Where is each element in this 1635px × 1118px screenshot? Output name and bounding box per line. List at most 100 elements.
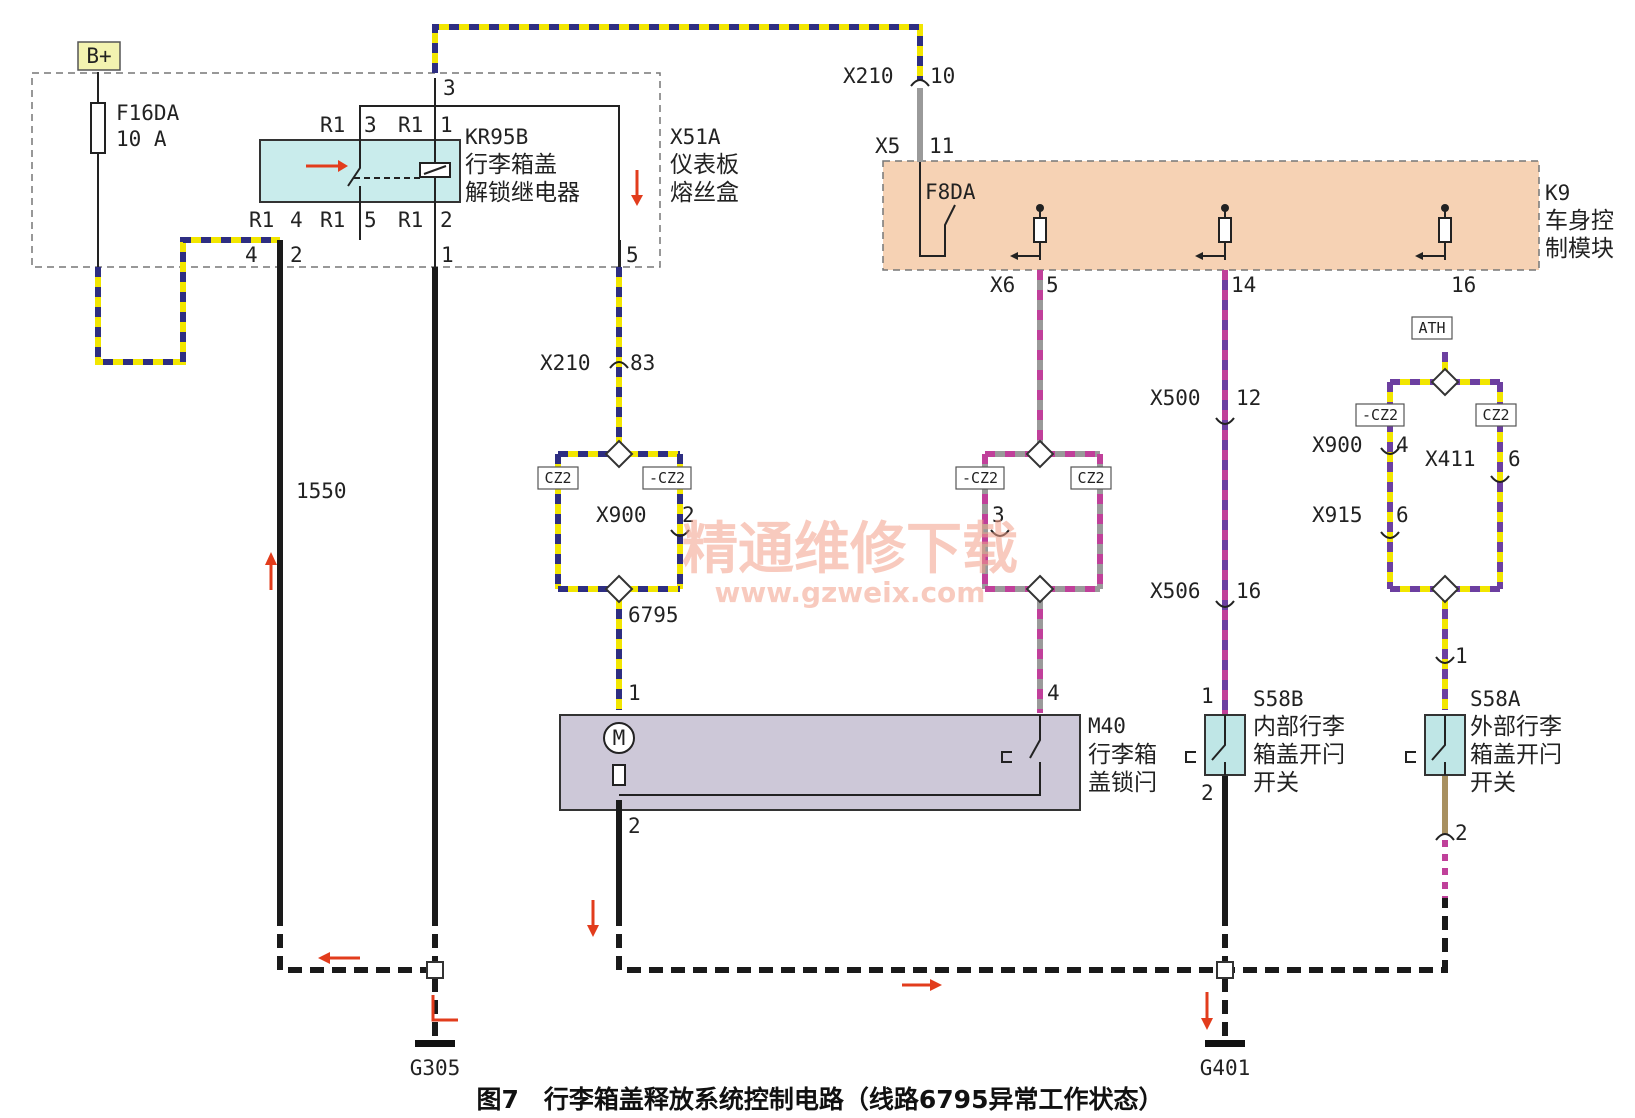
fuse-rating: 10 A (116, 127, 167, 151)
switch-inner-name-2: 箱盖开闩 (1253, 742, 1345, 768)
internal-wiring (359, 78, 1446, 796)
motor-symbol (603, 722, 635, 754)
fusebox-pin: 5 (626, 243, 639, 267)
bcm-out1-conn: X6 (990, 273, 1015, 297)
switch-outer-name-2: 箱盖开闩 (1470, 742, 1562, 768)
bcm-out1-pin: 5 (1046, 273, 1059, 297)
left-x900-pin: 2 (682, 503, 695, 527)
relay-pin-label: R1 (320, 208, 345, 232)
bcm-name-1: 车身控 (1545, 208, 1614, 234)
inner-x500: X500 (1150, 386, 1201, 410)
outer-x915: X915 (1312, 503, 1363, 527)
bcm-out3-pin: 16 (1451, 273, 1476, 297)
motor-pin4: 4 (1047, 681, 1060, 705)
current-arrows (265, 160, 1213, 1030)
bcm-top-pin: 10 (930, 64, 955, 88)
relay-pin-label: R1 (398, 208, 423, 232)
circuit-6795: 6795 (628, 603, 679, 627)
bcm-id: K9 (1545, 181, 1570, 205)
ground-g305: G305 (410, 1056, 461, 1080)
wire-motor-switch (982, 270, 1103, 713)
wire-supply-loop (95, 237, 280, 365)
motor-name-1: 行李箱 (1088, 742, 1157, 768)
bcm-driver-2 (1218, 217, 1232, 243)
watermark-url: www.gzweix.com (715, 576, 986, 609)
bcm-driver-1 (1033, 217, 1047, 243)
bcm-fuse: F8DA (925, 180, 976, 204)
bcm-name-2: 制模块 (1545, 236, 1614, 262)
ground-splice-right (1216, 961, 1234, 979)
bcm-in-pin: 11 (929, 134, 954, 158)
motor-pin2: 2 (628, 814, 641, 838)
fusebox-pin: 2 (290, 243, 303, 267)
connector-symbols (609, 79, 1510, 841)
switch-inner-id: S58B (1253, 687, 1304, 711)
bcm-driver-dots (1010, 204, 1449, 260)
switch-outer-pin1: 1 (1455, 644, 1468, 668)
relay-pin-label: R1 (320, 113, 345, 137)
ground-splice-left (426, 961, 444, 979)
fuse-id: F16DA (116, 101, 180, 125)
left-x210-pin: 83 (630, 351, 655, 375)
ath-tag: ATH (1418, 319, 1445, 337)
relay-pin-label: 4 (290, 208, 303, 232)
relay-pin-label: 5 (364, 208, 377, 232)
outer-x411: X411 (1425, 447, 1476, 471)
switch-inner-name-1: 内部行李 (1253, 714, 1345, 740)
motor-symbol-letter: M (613, 726, 626, 750)
relay-pin-label: 3 (364, 113, 377, 137)
switch-outer-id: S58A (1470, 687, 1521, 711)
ground-symbols (415, 1040, 1245, 1047)
relay-name-1: 行李箱盖 (465, 152, 557, 178)
bcm-out2-pin: 14 (1231, 273, 1256, 297)
fusebox-id: X51A (670, 125, 721, 149)
bcm-body (882, 160, 1540, 271)
switch-outer-name-1: 外部行李 (1470, 714, 1562, 740)
tag-neg-cz2: -CZ2 (1362, 406, 1398, 424)
relay-name-2: 解锁继电器 (465, 180, 580, 206)
fuse-f16da (90, 102, 106, 154)
switch-outer-name-3: 开关 (1470, 770, 1516, 796)
bplus-box (77, 41, 121, 71)
outer-x915-pin: 6 (1396, 503, 1409, 527)
motor-pin1: 1 (628, 681, 641, 705)
bcm-top-conn: X210 (843, 64, 894, 88)
left-x900: X900 (596, 503, 647, 527)
figure-caption: 图7 行李箱盖释放系统控制电路（线路6795异常工作状态） (477, 1085, 1164, 1114)
bcm-driver-3 (1438, 217, 1452, 243)
inner-x506: X506 (1150, 579, 1201, 603)
outer-x900-pin: 4 (1396, 433, 1409, 457)
relay-pin-label: 2 (440, 208, 453, 232)
switch-inner-pin2: 2 (1201, 781, 1214, 805)
ground-g401: G401 (1200, 1056, 1251, 1080)
fusebox-name-1: 仪表板 (670, 152, 739, 178)
relay-id: KR95B (465, 125, 528, 149)
fusebox-pin-top: 3 (443, 76, 456, 100)
switch-inner-name-3: 开关 (1253, 770, 1299, 796)
motor-id: M40 (1088, 714, 1126, 738)
bcm-in-conn: X5 (875, 134, 900, 158)
tag-neg-cz2: -CZ2 (649, 469, 685, 487)
fusebox-pin: 4 (245, 243, 258, 267)
motor-name-2: 盖锁闩 (1088, 770, 1157, 796)
motor-resistor (612, 764, 626, 786)
splice-diamonds (604, 367, 1460, 604)
fusebox-boundary (31, 72, 661, 268)
tag-cz2: CZ2 (1077, 469, 1104, 487)
circuit-1550: 1550 (296, 479, 347, 503)
tag-neg-cz2: -CZ2 (962, 469, 998, 487)
wire-feed-top (432, 24, 923, 80)
outer-x900: X900 (1312, 433, 1363, 457)
switch-inner-pin1: 1 (1201, 684, 1214, 708)
mid-pin: 3 (992, 503, 1005, 527)
relay-pin-label: 1 (440, 113, 453, 137)
fusebox-pin: 1 (441, 243, 454, 267)
relay-pin-label: R1 (398, 113, 423, 137)
wire-ground (277, 240, 1448, 1042)
inner-x500-pin: 12 (1236, 386, 1261, 410)
tag-cz2: CZ2 (544, 469, 571, 487)
tag-cz2: CZ2 (1482, 406, 1509, 424)
left-x210: X210 (540, 351, 591, 375)
watermark-cn: 精通维修下载 (682, 517, 1018, 582)
